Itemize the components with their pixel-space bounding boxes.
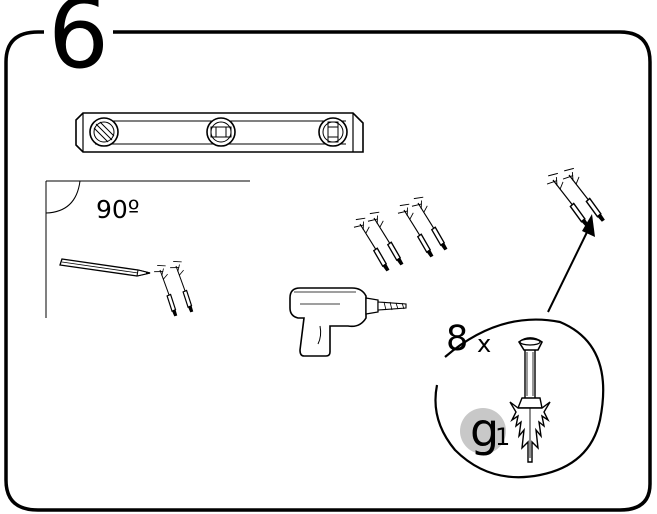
spirit-level-icon [75,112,364,153]
power-drill-icon [289,287,407,357]
quantity-label: 8 [446,319,469,359]
wall-plug-icon [509,337,551,463]
step-frame [4,30,652,512]
quantity-multiplier: x [477,330,492,358]
part-badge [460,408,506,454]
screw-pair-left [138,256,214,319]
screw-group-center [340,192,465,273]
wall-corner-diagram [45,180,250,318]
arrow-icon [547,214,595,313]
part-letter: g [470,403,500,457]
screw-group-top-right [535,164,620,229]
pencil-icon [59,258,151,277]
callout-circle [434,318,605,479]
part-index: 1 [495,423,511,451]
step-number: 6 [44,0,114,82]
angle-label: 90º [96,195,140,224]
